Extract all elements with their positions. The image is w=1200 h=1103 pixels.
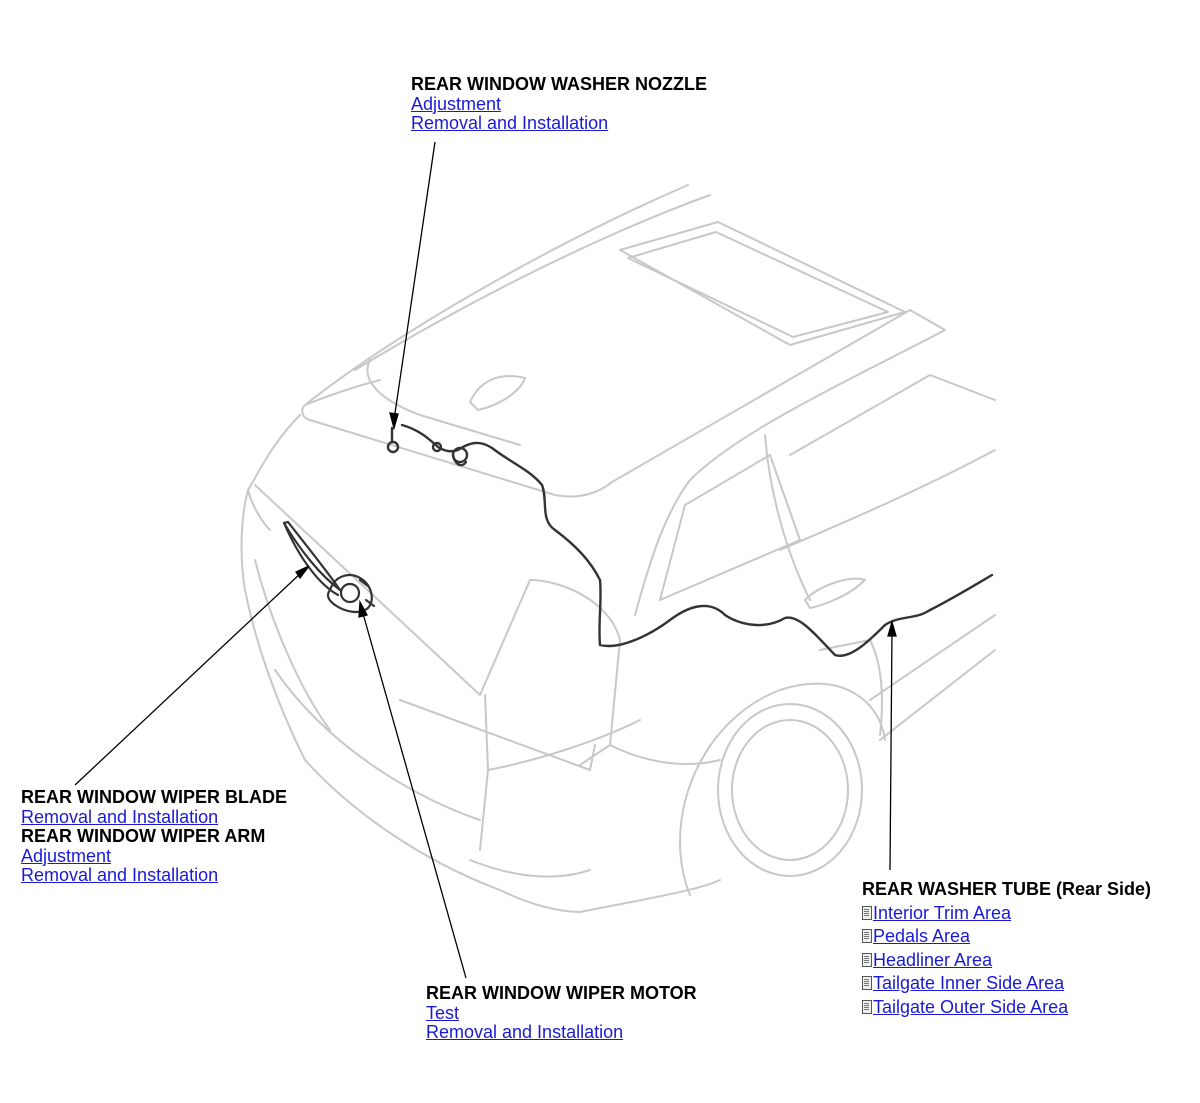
link-label: Pedals Area	[873, 926, 971, 946]
washer-nozzle-adjustment-link[interactable]: Adjustment	[411, 93, 502, 114]
wiper-motor-test-link[interactable]: Test	[426, 1002, 460, 1023]
wiper-motor-title: REAR WINDOW WIPER MOTOR	[426, 983, 697, 1003]
connector-icon	[862, 976, 872, 990]
wiper-motor-removal-link[interactable]: Removal and Installation	[426, 1022, 624, 1042]
wiper-arm-title: REAR WINDOW WIPER ARM	[21, 826, 266, 846]
washer-nozzle-title: REAR WINDOW WASHER NOZZLE	[411, 74, 707, 94]
link-label: Interior Trim Area	[873, 902, 1012, 923]
washer-tube-interior-trim-link[interactable]: Interior Trim Area	[862, 902, 1151, 926]
washer-tube-tailgate-inner-link[interactable]: Tailgate Inner Side Area	[862, 972, 1151, 996]
washer-nozzle-removal-link[interactable]: Removal and Installation	[411, 113, 609, 133]
connector-icon	[862, 952, 872, 967]
washer-tube-pedals-link[interactable]: Pedals Area	[862, 925, 1151, 949]
link-label: Headliner Area	[873, 949, 993, 970]
leader-lines	[74, 141, 897, 979]
link-label: Tailgate Inner Side Area	[873, 973, 1065, 993]
callout-washer-nozzle: REAR WINDOW WASHER NOZZLE Adjustment Rem…	[411, 74, 707, 134]
wiper-arm-removal-link[interactable]: Removal and Installation	[21, 865, 219, 885]
washer-tube	[386, 423, 994, 657]
washer-tube-title: REAR WASHER TUBE (Rear Side)	[862, 879, 1152, 899]
vehicle-body-outline	[240, 184, 996, 913]
callout-washer-tube: REAR WASHER TUBE (Rear Side) Interior Tr…	[862, 878, 1151, 1019]
wiper-blade-removal-link[interactable]: Removal and Installation	[21, 806, 219, 827]
washer-tube-tailgate-outer-link[interactable]: Tailgate Outer Side Area	[862, 996, 1151, 1020]
wiper-arm-and-motor	[282, 520, 376, 614]
connector-icon	[862, 905, 872, 920]
callout-wiper-blade-and-arm: REAR WINDOW WIPER BLADE Removal and Inst…	[21, 787, 287, 886]
connector-icon	[862, 929, 872, 943]
washer-tube-headliner-link[interactable]: Headliner Area	[862, 949, 1151, 973]
callout-wiper-motor: REAR WINDOW WIPER MOTOR Test Removal and…	[426, 983, 697, 1043]
wiper-arm-adjustment-link[interactable]: Adjustment	[21, 845, 112, 866]
connector-icon	[862, 999, 872, 1014]
wiper-blade-title: REAR WINDOW WIPER BLADE	[21, 787, 287, 807]
link-label: Tailgate Outer Side Area	[873, 996, 1069, 1017]
